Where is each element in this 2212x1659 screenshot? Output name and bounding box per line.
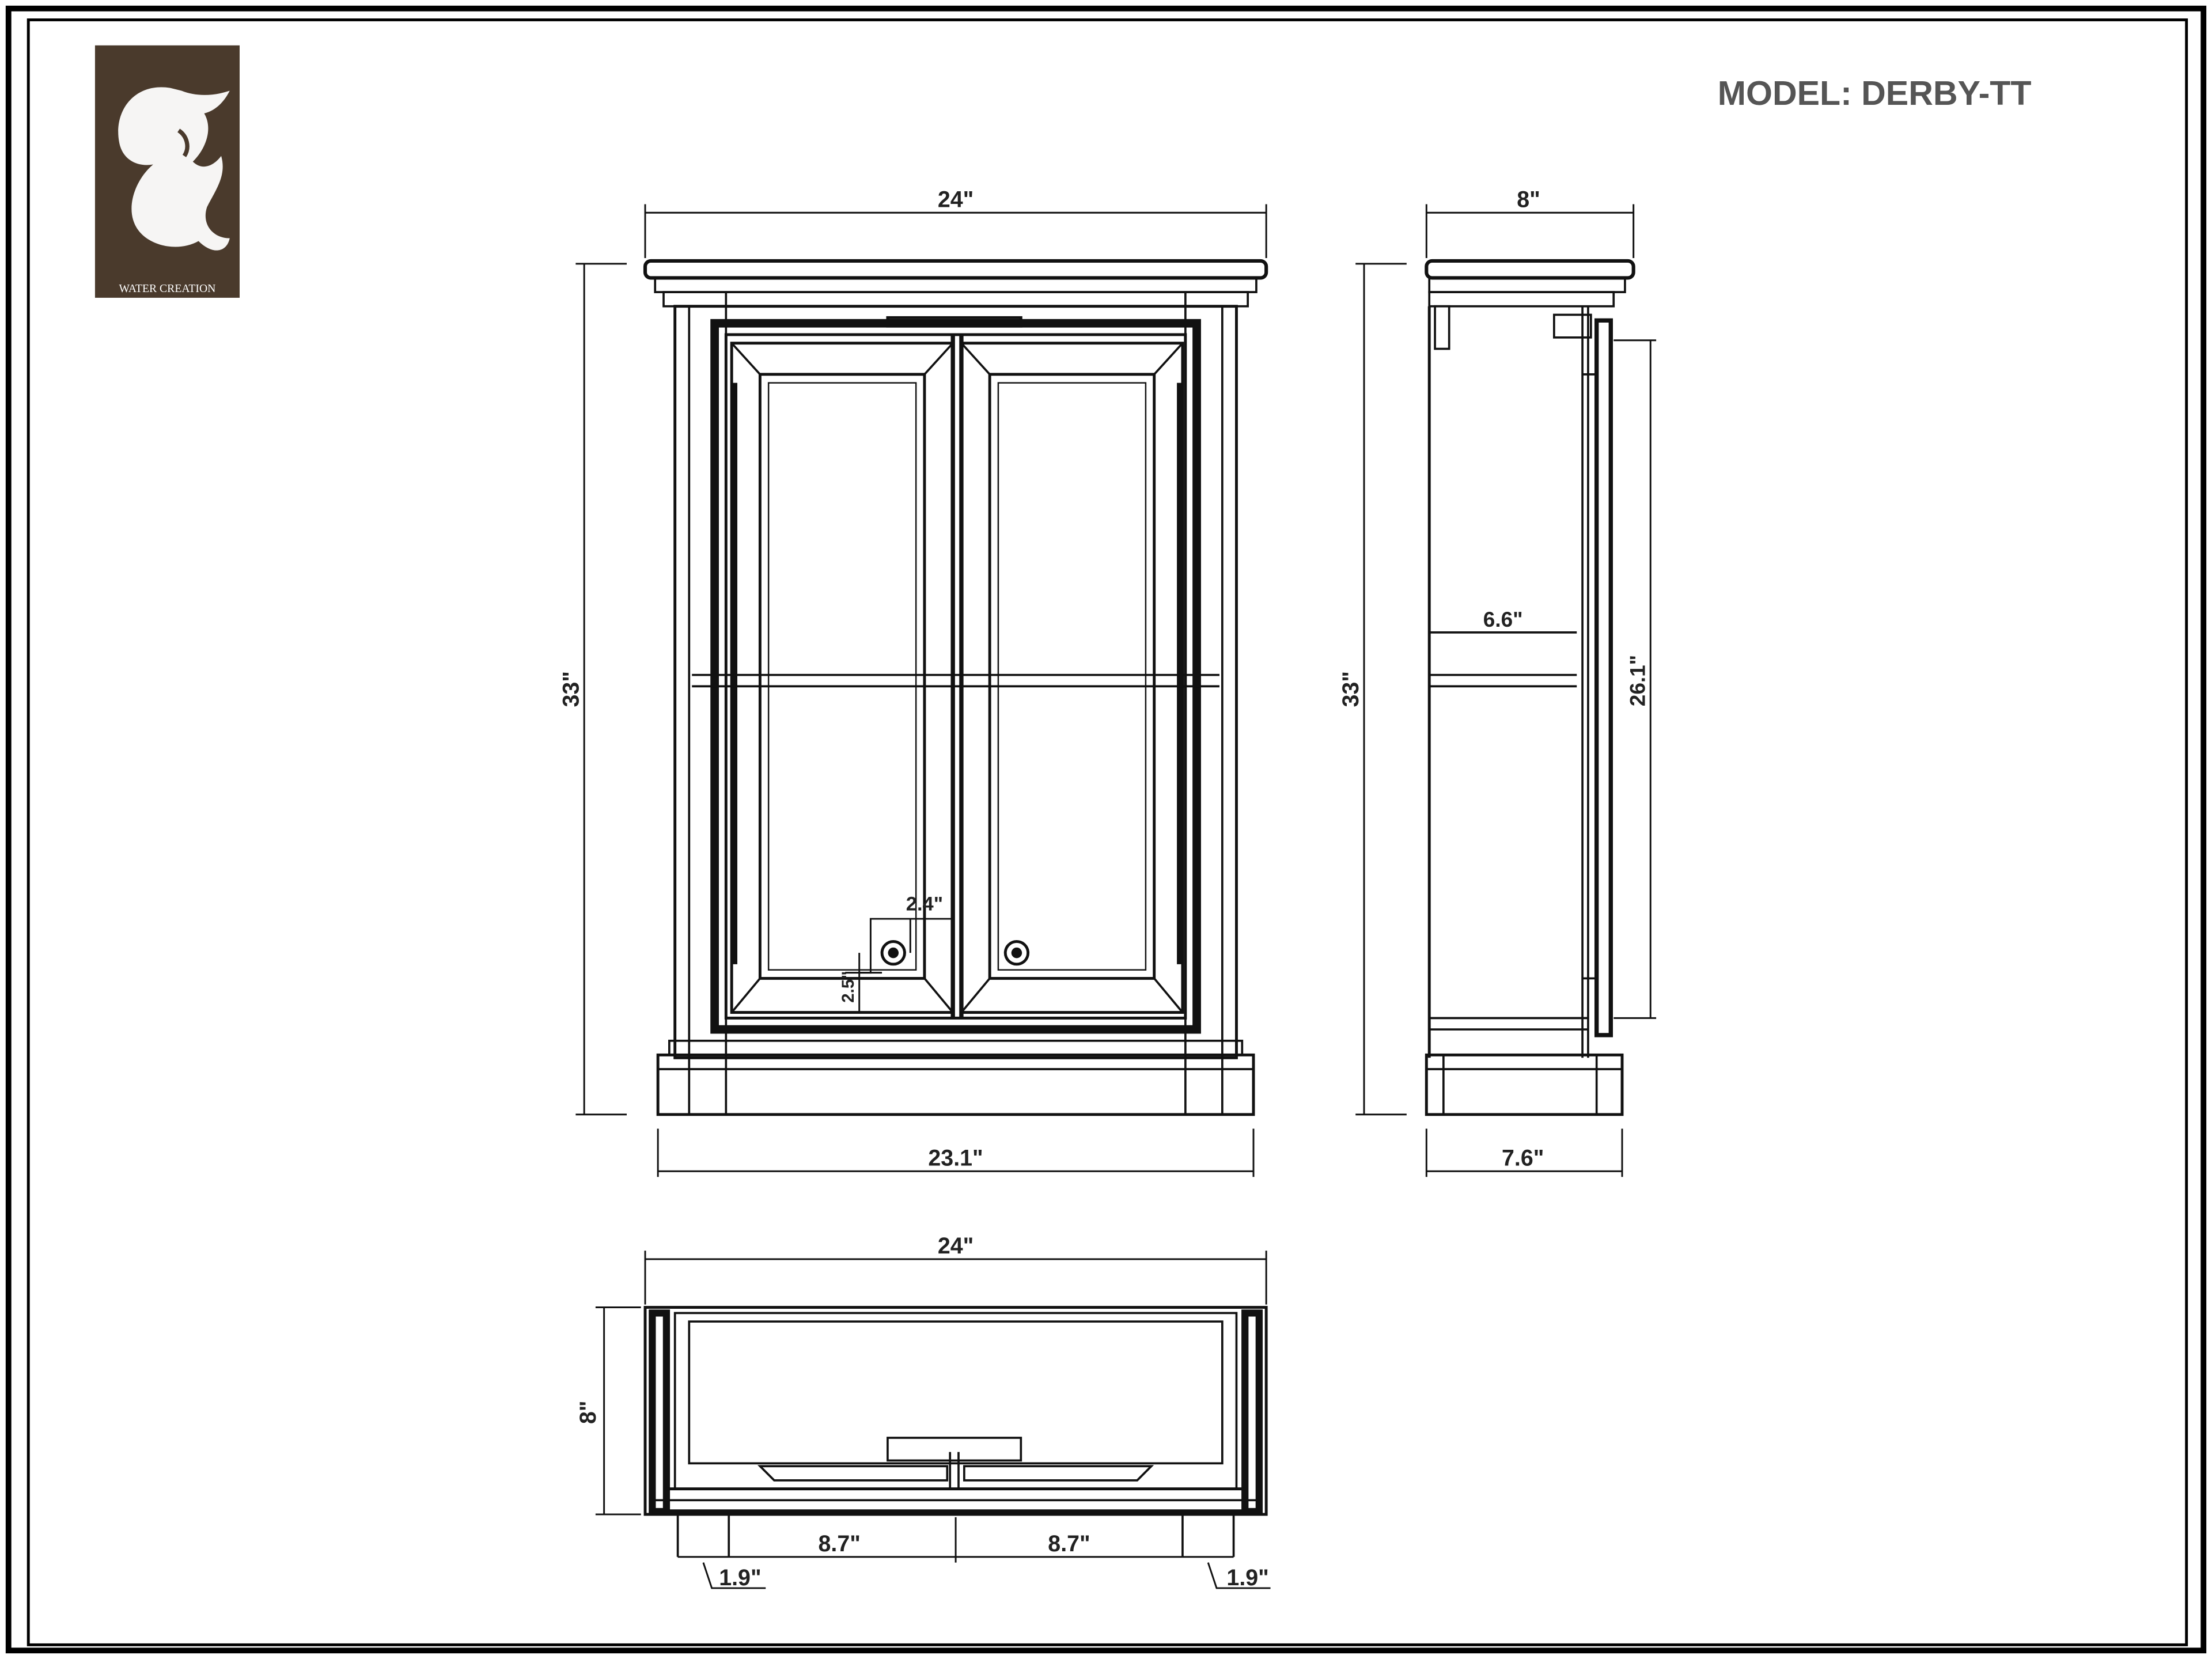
side-depth-top-label: 8" — [1517, 187, 1540, 212]
top-depth-label: 8" — [575, 1400, 601, 1424]
front-view — [643, 259, 1268, 1116]
door-right-width-label: 8.7" — [1048, 1531, 1090, 1556]
top-dimensions — [595, 1251, 1271, 1589]
door-height-label: 26.1" — [1626, 655, 1649, 706]
foot-left-label: 1.9" — [719, 1565, 761, 1590]
side-height-label: 33" — [1338, 671, 1363, 707]
front-width-top-label: 24" — [938, 187, 974, 212]
top-view — [643, 1306, 1268, 1557]
sheet-frame — [5, 5, 2207, 1654]
model-title: MODEL: DERBY-TT — [1718, 74, 2032, 112]
side-dimensions — [1355, 204, 1657, 1177]
front-height-label: 33" — [558, 671, 584, 707]
water-creation-logo: WATER CREATION — [94, 45, 240, 298]
top-width-label: 24" — [938, 1233, 974, 1259]
door-left-width-label: 8.7" — [819, 1531, 861, 1556]
side-depth-bottom-label: 7.6" — [1502, 1145, 1544, 1171]
front-dimensions — [575, 204, 1267, 1177]
foot-right-label: 1.9" — [1226, 1565, 1268, 1590]
front-width-bottom-label: 23.1" — [928, 1145, 983, 1171]
side-view — [1425, 259, 1635, 1116]
logo-text: WATER CREATION — [119, 282, 216, 295]
shelf-depth-label: 6.6" — [1483, 608, 1523, 631]
knob-offset-x-label: 2.4" — [906, 893, 943, 915]
knob-offset-y-label: 2.5" — [839, 971, 858, 1003]
